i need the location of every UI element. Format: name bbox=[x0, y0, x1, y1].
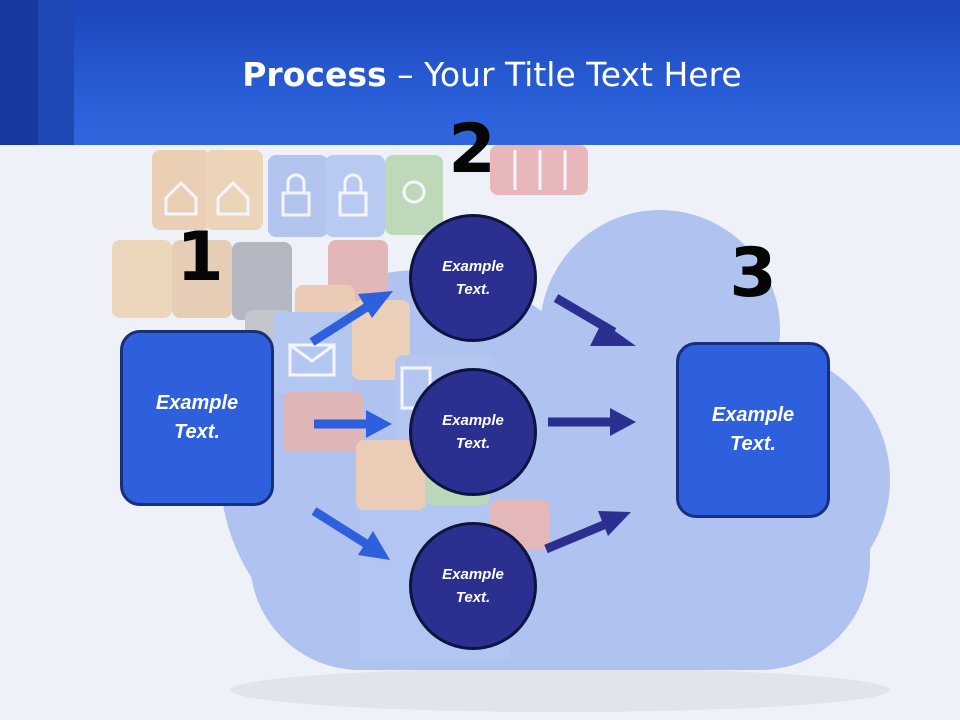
header-accent-stripe bbox=[38, 0, 74, 145]
step-number-3: 3 bbox=[729, 234, 777, 313]
header-accent-stripe bbox=[0, 0, 38, 145]
arrow-to-bottom-circle bbox=[311, 507, 390, 560]
left-arrows bbox=[309, 291, 393, 560]
slide-title-rest: – Your Title Text Here bbox=[386, 55, 742, 94]
step-2-circle-top: Example Text. bbox=[409, 214, 537, 342]
header-band: Process – Your Title Text Here bbox=[0, 0, 960, 145]
circle-text: Example Text. bbox=[442, 258, 504, 298]
step-1-box-text: Example Text. bbox=[155, 392, 239, 443]
arrow-from-top-circle bbox=[553, 294, 636, 346]
arrow-from-bottom-circle bbox=[544, 511, 631, 554]
arrow-to-top-circle bbox=[309, 291, 393, 346]
step-2-circle-bottom: Example Text. bbox=[409, 522, 537, 650]
step-number-1: 1 bbox=[176, 218, 224, 297]
slide-title: Process – Your Title Text Here bbox=[0, 52, 960, 98]
right-arrows bbox=[544, 294, 636, 554]
step-2-circle-middle: Example Text. bbox=[409, 368, 537, 496]
step-3-box: Example Text. bbox=[676, 342, 830, 518]
step-number-2: 2 bbox=[448, 110, 496, 189]
step-3-box-text: Example Text. bbox=[711, 404, 795, 455]
step-1-box: Example Text. bbox=[120, 330, 274, 506]
arrow-to-middle-circle bbox=[314, 410, 392, 438]
arrow-from-middle-circle bbox=[548, 408, 636, 436]
circle-text: Example Text. bbox=[442, 412, 504, 452]
circle-text: Example Text. bbox=[442, 566, 504, 606]
cloud-shadow bbox=[230, 668, 890, 712]
slide-title-bold: Process bbox=[242, 55, 387, 94]
